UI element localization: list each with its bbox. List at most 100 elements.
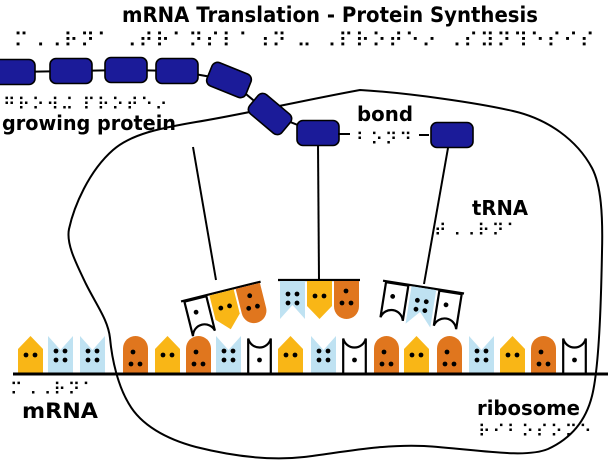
braille-dot	[230, 357, 236, 363]
trna-braille: ⠞⠠⠠⠗⠝⠁	[434, 221, 521, 241]
mrna-codon-white	[342, 338, 367, 376]
growing-protein-label: growing protein	[2, 111, 176, 135]
amino-acid-unit	[296, 119, 340, 147]
mrna-codon-blue	[216, 336, 241, 374]
braille-dot	[94, 357, 100, 363]
braille-dot	[545, 361, 551, 367]
anticodon-yellow	[307, 281, 332, 319]
braille-dot	[257, 357, 262, 363]
braille-dot	[339, 300, 345, 306]
braille-dot	[221, 357, 227, 363]
trna-anticodon-group	[180, 280, 267, 337]
amino-acid-unit	[205, 61, 253, 99]
anticodon-blue	[405, 286, 437, 328]
braille-dot	[247, 293, 253, 299]
braille-dot	[414, 297, 420, 303]
trna-anticodon-group	[278, 278, 360, 319]
braille-dot	[474, 348, 480, 354]
ribosome-label: ribosome	[477, 396, 580, 420]
braille-dot	[413, 306, 419, 312]
braille-dot	[283, 352, 289, 358]
braille-dot	[193, 309, 199, 315]
braille-dot	[444, 349, 450, 355]
mrna-codon-orange	[437, 336, 462, 374]
braille-dot	[137, 361, 143, 367]
braille-dot	[379, 361, 385, 367]
bond-label: bond	[357, 102, 413, 126]
braille-dot	[292, 352, 298, 358]
braille-dot	[85, 357, 91, 363]
trna-label: tRNA	[472, 196, 529, 220]
braille-dot	[316, 357, 322, 363]
amino-acid-unit	[49, 57, 93, 85]
trna-anticodon-group	[379, 279, 465, 330]
braille-dot	[246, 305, 252, 311]
mrna-codon-orange	[374, 336, 399, 374]
braille-dot	[230, 348, 236, 354]
ribosome-braille: ⠗⠊⠃⠕⠎⠕⠍⠑	[478, 422, 594, 442]
page-title: mRNA Translation - Protein Synthesis	[122, 3, 538, 27]
braille-dot	[423, 299, 429, 305]
braille-dot	[352, 357, 357, 363]
page-title-braille: ⠍⠠⠠⠗⠝⠁ ⠠⠞⠗⠁⠝⠎⠇⠁⠰⠝ ⠤ ⠠⠏⠗⠕⠞⠑⠔ ⠠⠎⠽⠝⠹⠑⠎⠊⠎	[14, 28, 597, 52]
mrna-codon-yellow	[278, 336, 303, 374]
braille-dot	[325, 348, 331, 354]
braille-dot	[538, 349, 544, 355]
anticodon-orange	[334, 281, 359, 319]
anticodon-yellow	[209, 289, 240, 330]
braille-dot	[255, 303, 260, 309]
mrna-codon-blue	[469, 336, 494, 374]
braille-dot	[169, 352, 175, 358]
mrna-braille: ⠍⠠⠠⠗⠝⠁	[10, 380, 97, 400]
mrna-codon-blue	[48, 336, 73, 374]
braille-dot	[130, 349, 136, 355]
braille-dot	[451, 361, 457, 367]
anticodon-white	[432, 289, 463, 330]
bond-braille: ⠃⠕⠝⠙	[356, 130, 414, 150]
amino-acid-unit	[430, 121, 474, 149]
braille-dot	[285, 300, 291, 306]
mrna-codon-white	[562, 338, 587, 376]
braille-dot	[418, 352, 424, 358]
amino-acid-unit	[0, 58, 36, 86]
braille-dot	[321, 293, 327, 299]
amino-acid-unit	[104, 56, 148, 84]
mrna-codon-blue	[311, 336, 336, 374]
ribosome-outline	[67, 88, 604, 460]
braille-dot	[388, 361, 394, 367]
braille-dot	[316, 348, 322, 354]
mrna-codon-orange	[123, 336, 148, 374]
braille-dot	[32, 352, 38, 358]
braille-dot	[128, 361, 134, 367]
braille-dot	[409, 352, 415, 358]
trna-stem	[317, 143, 320, 281]
trna-stem	[423, 147, 449, 285]
braille-dot	[53, 357, 59, 363]
braille-dot	[536, 361, 542, 367]
braille-dot	[422, 308, 428, 313]
braille-dot	[514, 352, 520, 358]
braille-dot	[285, 291, 291, 297]
braille-dot	[572, 357, 577, 363]
braille-dot	[390, 293, 396, 299]
braille-dot	[218, 305, 224, 311]
braille-dot	[94, 348, 100, 354]
braille-dot	[62, 348, 68, 354]
braille-dot	[348, 300, 354, 306]
mrna-codon-orange	[186, 336, 211, 374]
braille-dot	[191, 361, 197, 367]
braille-dot	[85, 348, 91, 354]
trna-stem	[192, 146, 217, 281]
braille-dot	[193, 349, 199, 355]
mrna-codon-yellow	[155, 336, 180, 374]
amino-acid-unit	[155, 57, 199, 85]
amino-acid-unit	[247, 92, 293, 136]
mrna-codon-yellow	[18, 336, 43, 374]
braille-dot	[505, 352, 511, 358]
anticodon-orange	[235, 282, 267, 324]
braille-dot	[312, 293, 318, 299]
braille-dot	[443, 302, 449, 308]
braille-dot	[381, 349, 387, 355]
braille-dot	[227, 303, 232, 309]
